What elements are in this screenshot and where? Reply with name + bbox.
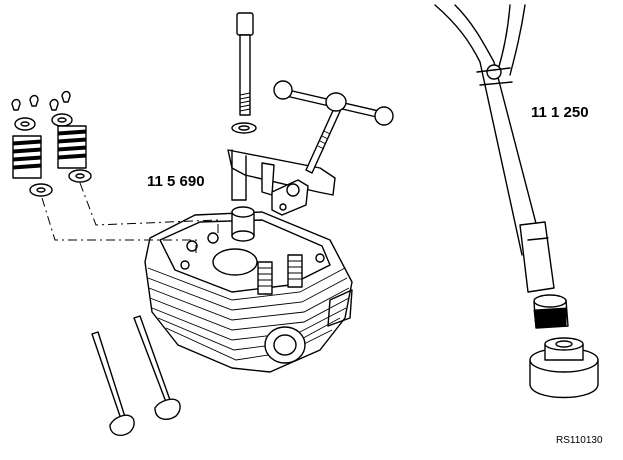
- valve-spring-compressor: [227, 12, 394, 242]
- exploded-valve-parts: [11, 90, 92, 197]
- compressor-part-number: 11 5 690: [147, 173, 205, 190]
- seal-fitting-sleeve: [529, 337, 599, 399]
- valve-stem-seal: [533, 294, 569, 329]
- cylinder-head: [144, 211, 353, 373]
- valve-seal-pliers: [434, 4, 555, 293]
- pliers-part-number: 11 1 250: [531, 104, 589, 121]
- figure-reference: RS110130: [556, 435, 603, 446]
- assembly-lines: [41, 182, 219, 253]
- valves: [91, 315, 181, 437]
